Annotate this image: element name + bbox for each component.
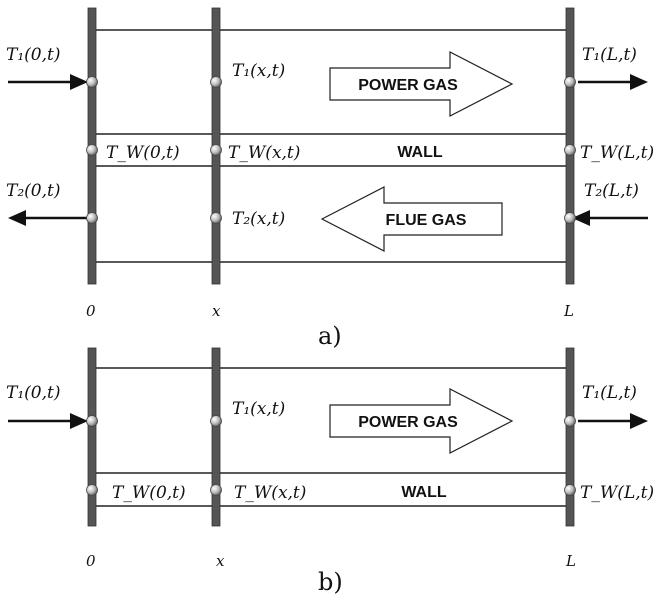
axis-label-zero: 0 xyxy=(86,302,96,320)
right-post-b xyxy=(565,347,575,527)
power-gas-arrow-block-b xyxy=(329,388,514,454)
axis-label-L-b: L xyxy=(565,552,576,570)
node-tw-L-b xyxy=(564,484,576,496)
node-tw-0 xyxy=(86,144,98,156)
wall-label: WALL xyxy=(397,144,443,161)
label-t1-L: T₁(L,t) xyxy=(582,45,637,65)
label-tw-x-b: T_W(x,t) xyxy=(234,483,306,503)
left-post-b xyxy=(87,347,97,527)
caption-b: b) xyxy=(318,568,343,596)
label-t1-x: T₁(x,t) xyxy=(232,61,285,81)
node-t1-x-b xyxy=(210,415,222,427)
label-t1-0: T₁(0,t) xyxy=(6,45,60,65)
label-tw-L: T_W(L,t) xyxy=(580,143,654,163)
middle-post-b xyxy=(211,347,221,527)
label-tw-L-b: T_W(L,t) xyxy=(580,483,654,503)
node-t2-L xyxy=(564,212,576,224)
flue-gas-label: FLUE GAS xyxy=(386,212,467,229)
caption-a: a) xyxy=(318,322,342,350)
flue-gas-arrow-block xyxy=(320,186,503,252)
axis-label-zero-b: 0 xyxy=(86,552,96,570)
node-t1-x xyxy=(210,76,222,88)
outlet-arrow-right-b xyxy=(578,413,648,429)
node-tw-0-b xyxy=(86,484,98,496)
outlet-arrow-right-top xyxy=(578,74,648,90)
inlet-arrow-right-bottom xyxy=(572,210,648,226)
node-t1-L xyxy=(564,76,576,88)
label-t2-0: T₂(0,t) xyxy=(6,181,60,201)
node-t1-0-b xyxy=(86,415,98,427)
axis-label-x: x xyxy=(212,302,221,320)
wall-label-b: WALL xyxy=(401,484,447,501)
axis-label-L: L xyxy=(563,302,574,320)
power-gas-arrow-block xyxy=(329,51,514,117)
node-t1-L-b xyxy=(564,415,576,427)
power-gas-label-b: POWER GAS xyxy=(358,414,458,431)
node-tw-L xyxy=(564,144,576,156)
diagram-a: POWER GAS WALL FLUE GAS xyxy=(6,7,654,350)
label-t2-L: T₂(L,t) xyxy=(584,181,639,201)
node-tw-x-b xyxy=(210,484,222,496)
label-t2-x: T₂(x,t) xyxy=(232,209,285,229)
outlet-arrow-left-bottom xyxy=(8,210,88,226)
inlet-arrow-left-top xyxy=(8,74,88,90)
label-t1-L-b: T₁(L,t) xyxy=(582,383,637,403)
axis-label-x-b: x xyxy=(216,552,225,570)
label-t1-x-b: T₁(x,t) xyxy=(232,399,285,419)
diagram-b: POWER GAS WALL T₁(0,t) T₁(x,t) T₁(L,t) T… xyxy=(6,347,654,596)
node-t1-0 xyxy=(86,76,98,88)
label-t1-0-b: T₁(0,t) xyxy=(6,383,60,403)
node-t2-x xyxy=(210,212,222,224)
power-gas-label: POWER GAS xyxy=(358,77,458,94)
label-tw-0: T_W(0,t) xyxy=(106,143,180,163)
label-tw-x: T_W(x,t) xyxy=(228,143,300,163)
inlet-arrow-left-b xyxy=(8,413,88,429)
label-tw-0-b: T_W(0,t) xyxy=(112,483,186,503)
node-tw-x xyxy=(210,144,222,156)
node-t2-0 xyxy=(86,212,98,224)
